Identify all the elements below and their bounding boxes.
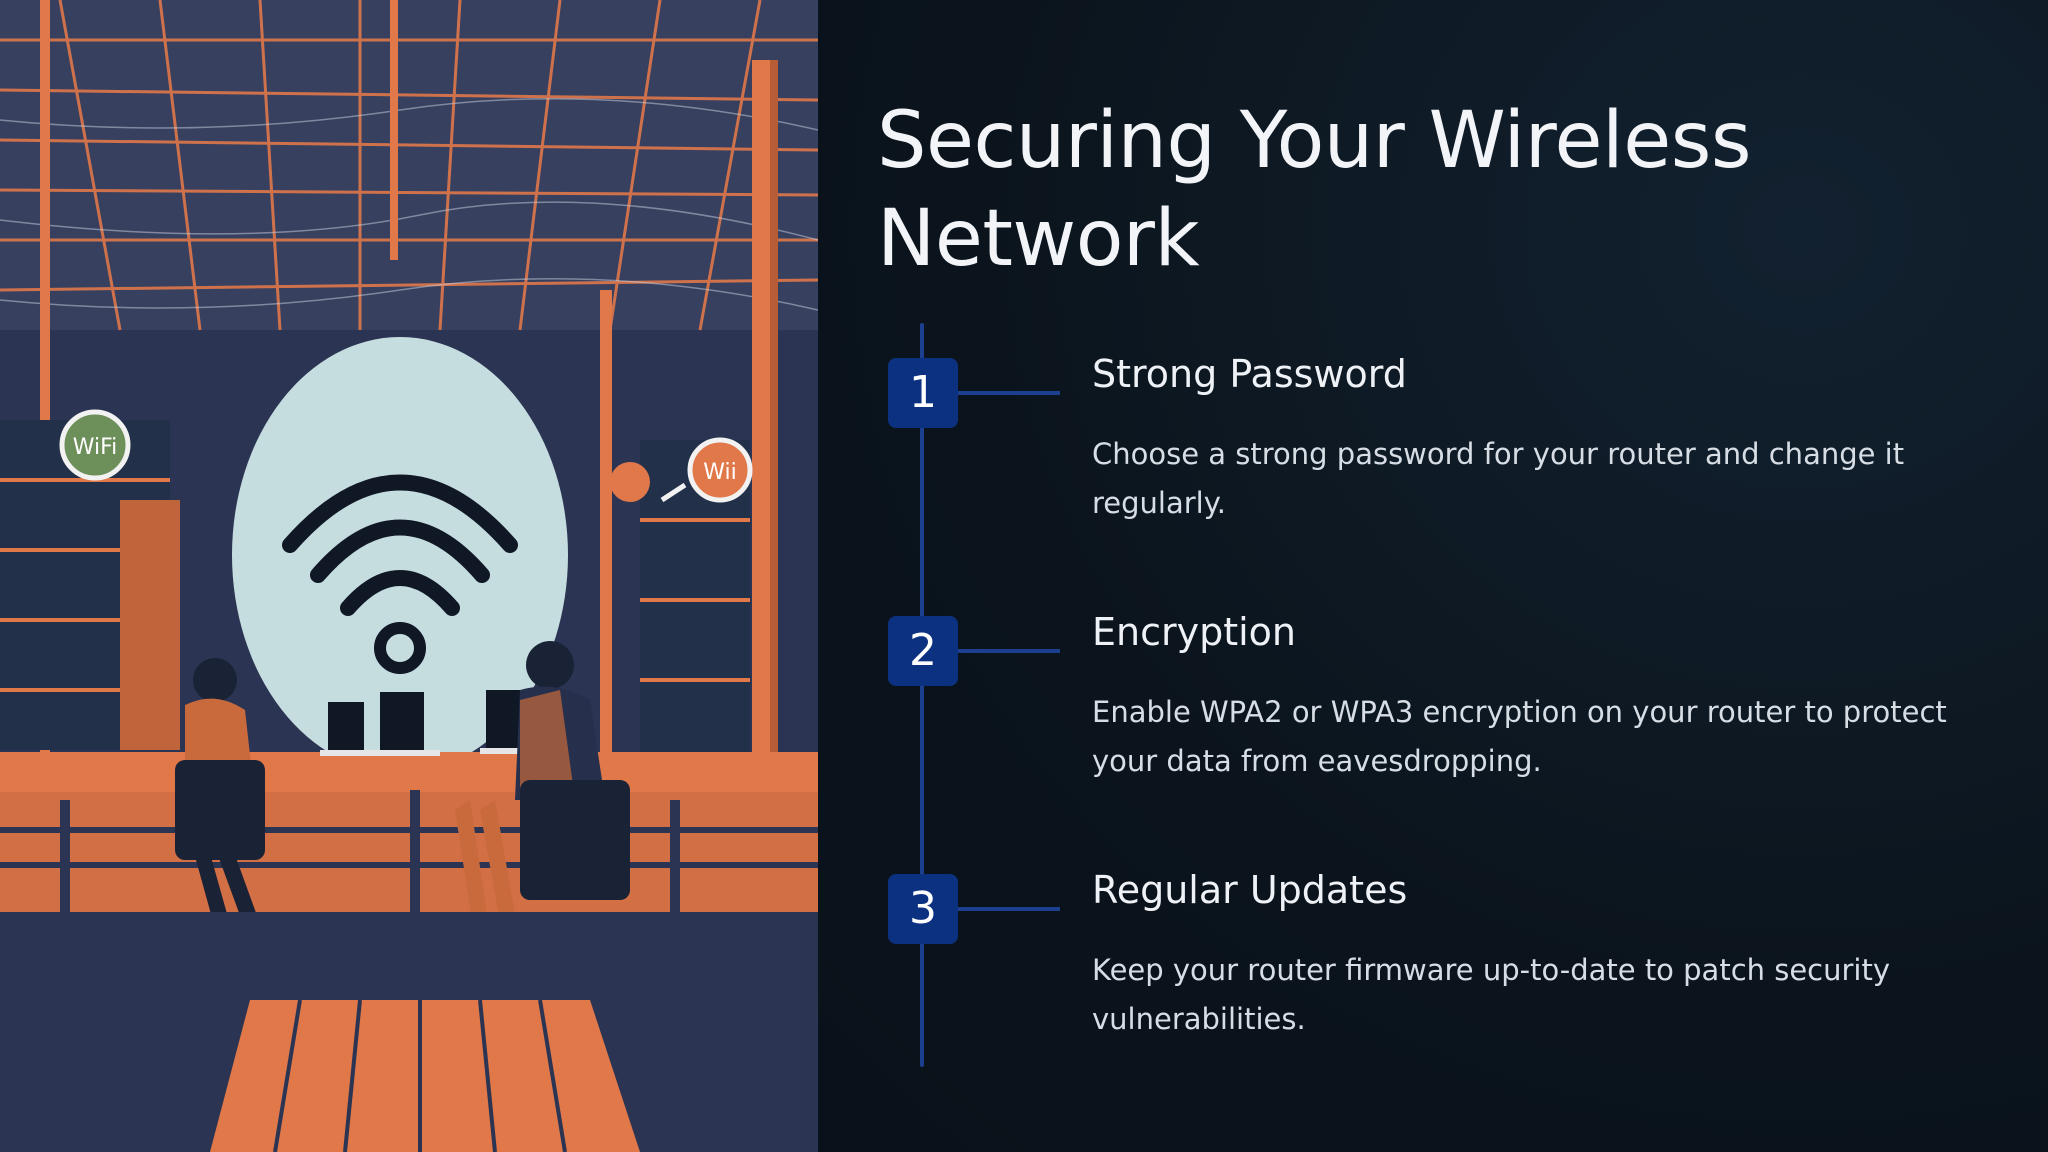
step-connector xyxy=(958,649,1060,653)
step-description: Keep your router firmware up-to-date to … xyxy=(1092,953,1891,1036)
step-2: 2 Encryption Enable WPA2 or WPA3 encrypt… xyxy=(818,610,2048,816)
step-number-badge: 2 xyxy=(888,616,958,686)
step-3: 3 Regular Updates Keep your router firmw… xyxy=(818,868,2048,1074)
step-1: 1 Strong Password Choose a strong passwo… xyxy=(818,352,2048,558)
step-description: Choose a strong password for your router… xyxy=(1092,437,1905,520)
step-connector xyxy=(958,907,1060,911)
step-title: Regular Updates xyxy=(1092,868,1408,912)
step-title: Encryption xyxy=(1092,610,1297,654)
wifi-cafe-illustration: WiFi Wii xyxy=(0,0,818,1152)
wifi-sign-left-text: WiFi xyxy=(73,435,118,460)
step-number-badge: 3 xyxy=(888,874,958,944)
slide-title: Securing Your Wireless Network xyxy=(877,96,1751,284)
step-description: Enable WPA2 or WPA3 encryption on your r… xyxy=(1092,695,1947,778)
step-title: Strong Password xyxy=(1092,352,1407,396)
timeline-line xyxy=(920,323,924,1067)
content-panel: Securing Your Wireless Network 1 Strong … xyxy=(818,0,2048,1152)
step-connector xyxy=(958,391,1060,395)
wifi-sign-right-text: Wii xyxy=(703,460,737,485)
step-number-badge: 1 xyxy=(888,358,958,428)
illustration-art: WiFi Wii xyxy=(0,0,818,1152)
